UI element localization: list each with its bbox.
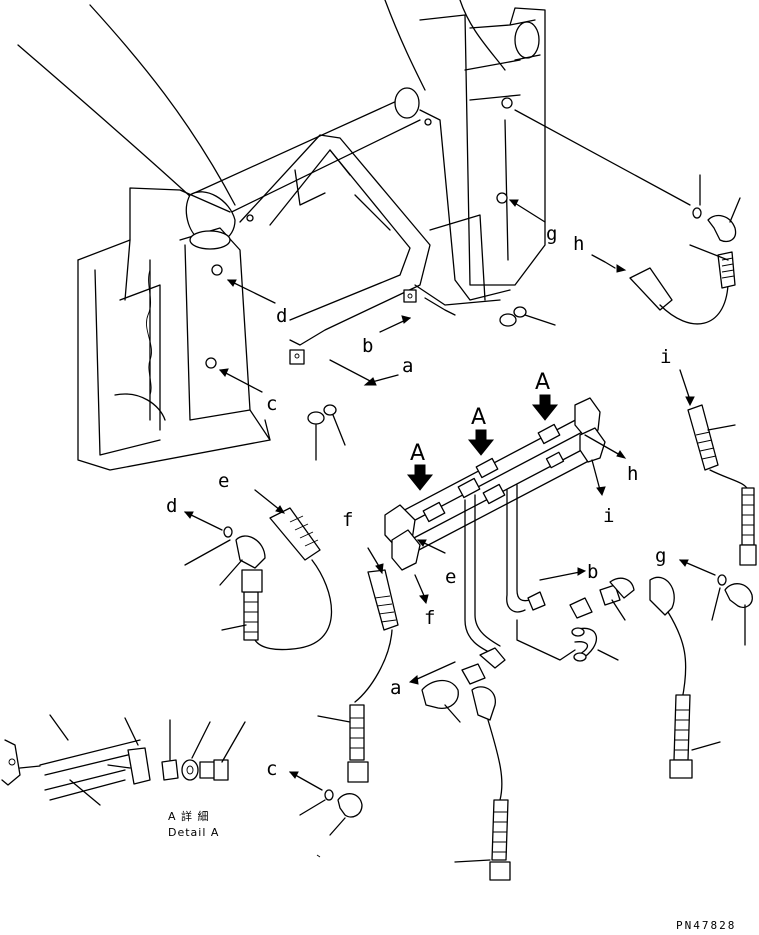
hose-f <box>317 569 399 783</box>
hose-i <box>687 404 757 566</box>
label-e-left: e <box>218 470 229 492</box>
label-a-top: a <box>402 355 413 377</box>
label-d-top: d <box>276 305 287 327</box>
hose-e <box>184 507 333 651</box>
label-i-mid: i <box>603 505 614 527</box>
view-label-a-3: A <box>535 370 550 395</box>
leader-arrows <box>183 109 716 791</box>
label-c-low: c <box>266 758 277 780</box>
detail-a-drawing <box>1 714 246 806</box>
label-a-low: a <box>390 677 401 699</box>
view-label-a-1: A <box>410 441 425 466</box>
label-b-mid: b <box>587 561 598 583</box>
view-arrows <box>406 394 559 491</box>
label-b-top: b <box>362 335 373 357</box>
hose-h <box>629 174 741 325</box>
label-g-top: g <box>546 223 557 245</box>
hose-a <box>421 663 511 881</box>
loader-frame <box>17 0 556 471</box>
label-f-left: f <box>342 509 353 531</box>
label-h-top: h <box>573 233 584 255</box>
fittings-b <box>569 576 721 779</box>
label-i-right: i <box>660 346 671 368</box>
elbow-c <box>299 789 363 858</box>
label-f-mid: f <box>424 607 435 629</box>
nut-group-a <box>307 404 346 461</box>
nut-group-b <box>499 306 556 327</box>
label-h-mid: h <box>627 463 638 485</box>
part-number: PN47828 <box>676 919 736 932</box>
label-e-mid: e <box>445 566 456 588</box>
detail-a-title-jp: A 詳 細 <box>168 809 210 823</box>
hose-g <box>711 574 753 646</box>
view-label-a-2: A <box>471 405 486 430</box>
label-d-left: d <box>166 495 177 517</box>
detail-a-title-en: Detail A <box>168 826 219 839</box>
label-c-top: c <box>266 393 277 415</box>
valve-tube-bundle <box>384 397 606 669</box>
label-g-right: g <box>655 545 666 567</box>
